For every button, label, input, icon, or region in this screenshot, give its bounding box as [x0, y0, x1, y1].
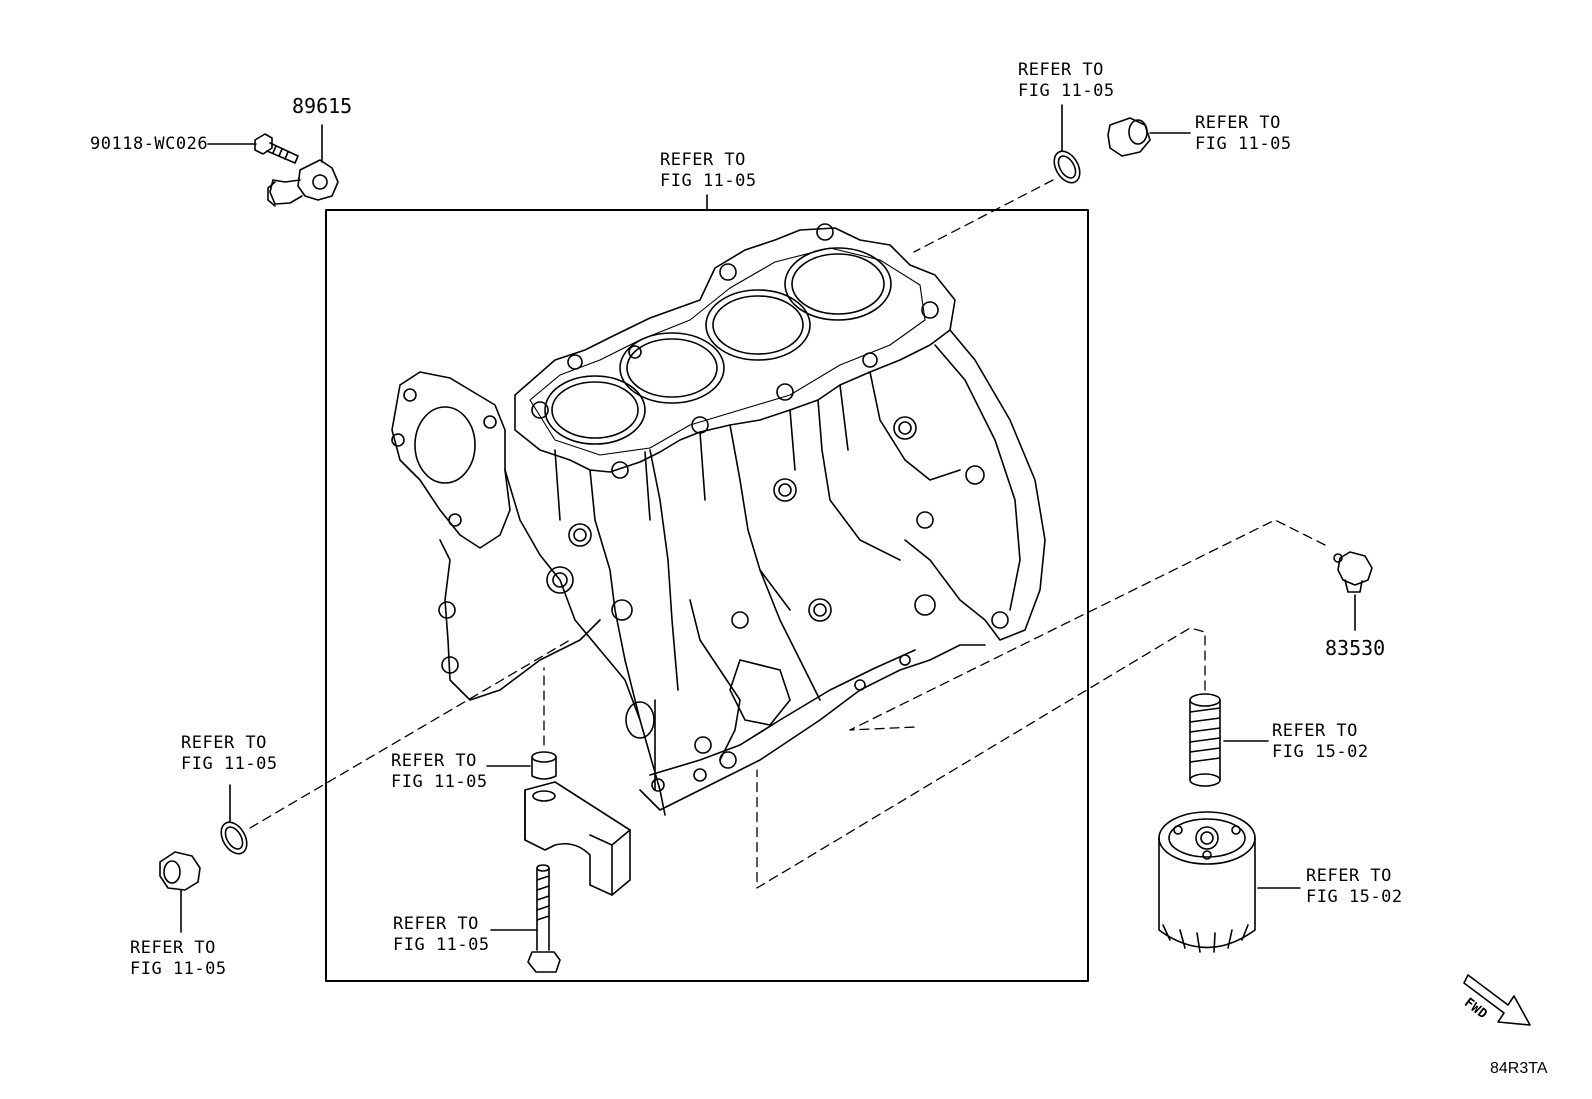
- dash-top-right: [913, 179, 1054, 253]
- fwd-arrow-icon: [1463, 974, 1531, 1026]
- figure-code: 84R3TA: [1490, 1060, 1548, 1077]
- part-number-oil-pressure-switch: 83530: [1325, 636, 1386, 660]
- part-number-bolt: 90118-WC026: [90, 134, 209, 154]
- dowel-pin: [486, 751, 557, 780]
- oil-pressure-switch: [1333, 551, 1373, 631]
- knock-sensor: [267, 124, 339, 207]
- cylinder-block: [391, 223, 1046, 816]
- dash-left: [249, 639, 571, 829]
- assembly-frame: [325, 209, 1089, 982]
- dash-switch: [849, 519, 1326, 731]
- sensor-bolt: [207, 133, 299, 164]
- cap-bolt: [490, 864, 561, 973]
- dash-stud: [756, 627, 1206, 889]
- plug-top: [1107, 117, 1191, 157]
- drain-gasket-left: [220, 784, 248, 855]
- bearing-cap: [524, 781, 631, 896]
- oil-filter: [1158, 811, 1301, 953]
- part-number-knock-sensor: 89615: [292, 94, 353, 118]
- filter-stud: [1189, 693, 1269, 787]
- plug-left: [159, 851, 201, 933]
- drain-gasket-top: [1053, 104, 1081, 184]
